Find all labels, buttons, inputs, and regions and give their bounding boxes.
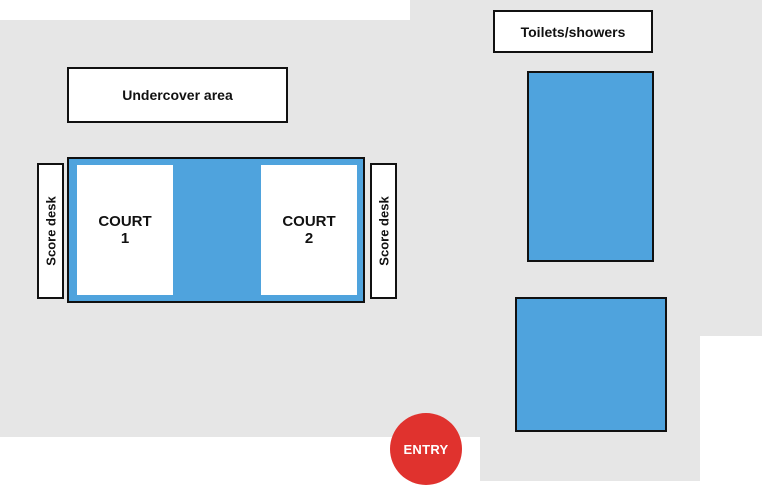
score-desk-right-label: Score desk <box>376 196 391 266</box>
court-2-title: COURT <box>282 212 336 230</box>
pool-top <box>527 71 654 262</box>
toilets-showers-label: Toilets/showers <box>493 10 653 53</box>
court-1-number: 1 <box>120 230 130 247</box>
court-2: COURT 2 <box>261 165 357 295</box>
court-1-title: COURT <box>98 212 152 230</box>
court-1: COURT 1 <box>77 165 173 295</box>
undercover-area-label: Undercover area <box>67 67 288 123</box>
pool-bottom <box>515 297 667 432</box>
score-desk-right: Score desk <box>370 163 397 299</box>
entry-marker: ENTRY <box>390 413 462 485</box>
score-desk-left-label: Score desk <box>43 196 58 266</box>
court-2-number: 2 <box>304 230 314 247</box>
score-desk-left: Score desk <box>37 163 64 299</box>
